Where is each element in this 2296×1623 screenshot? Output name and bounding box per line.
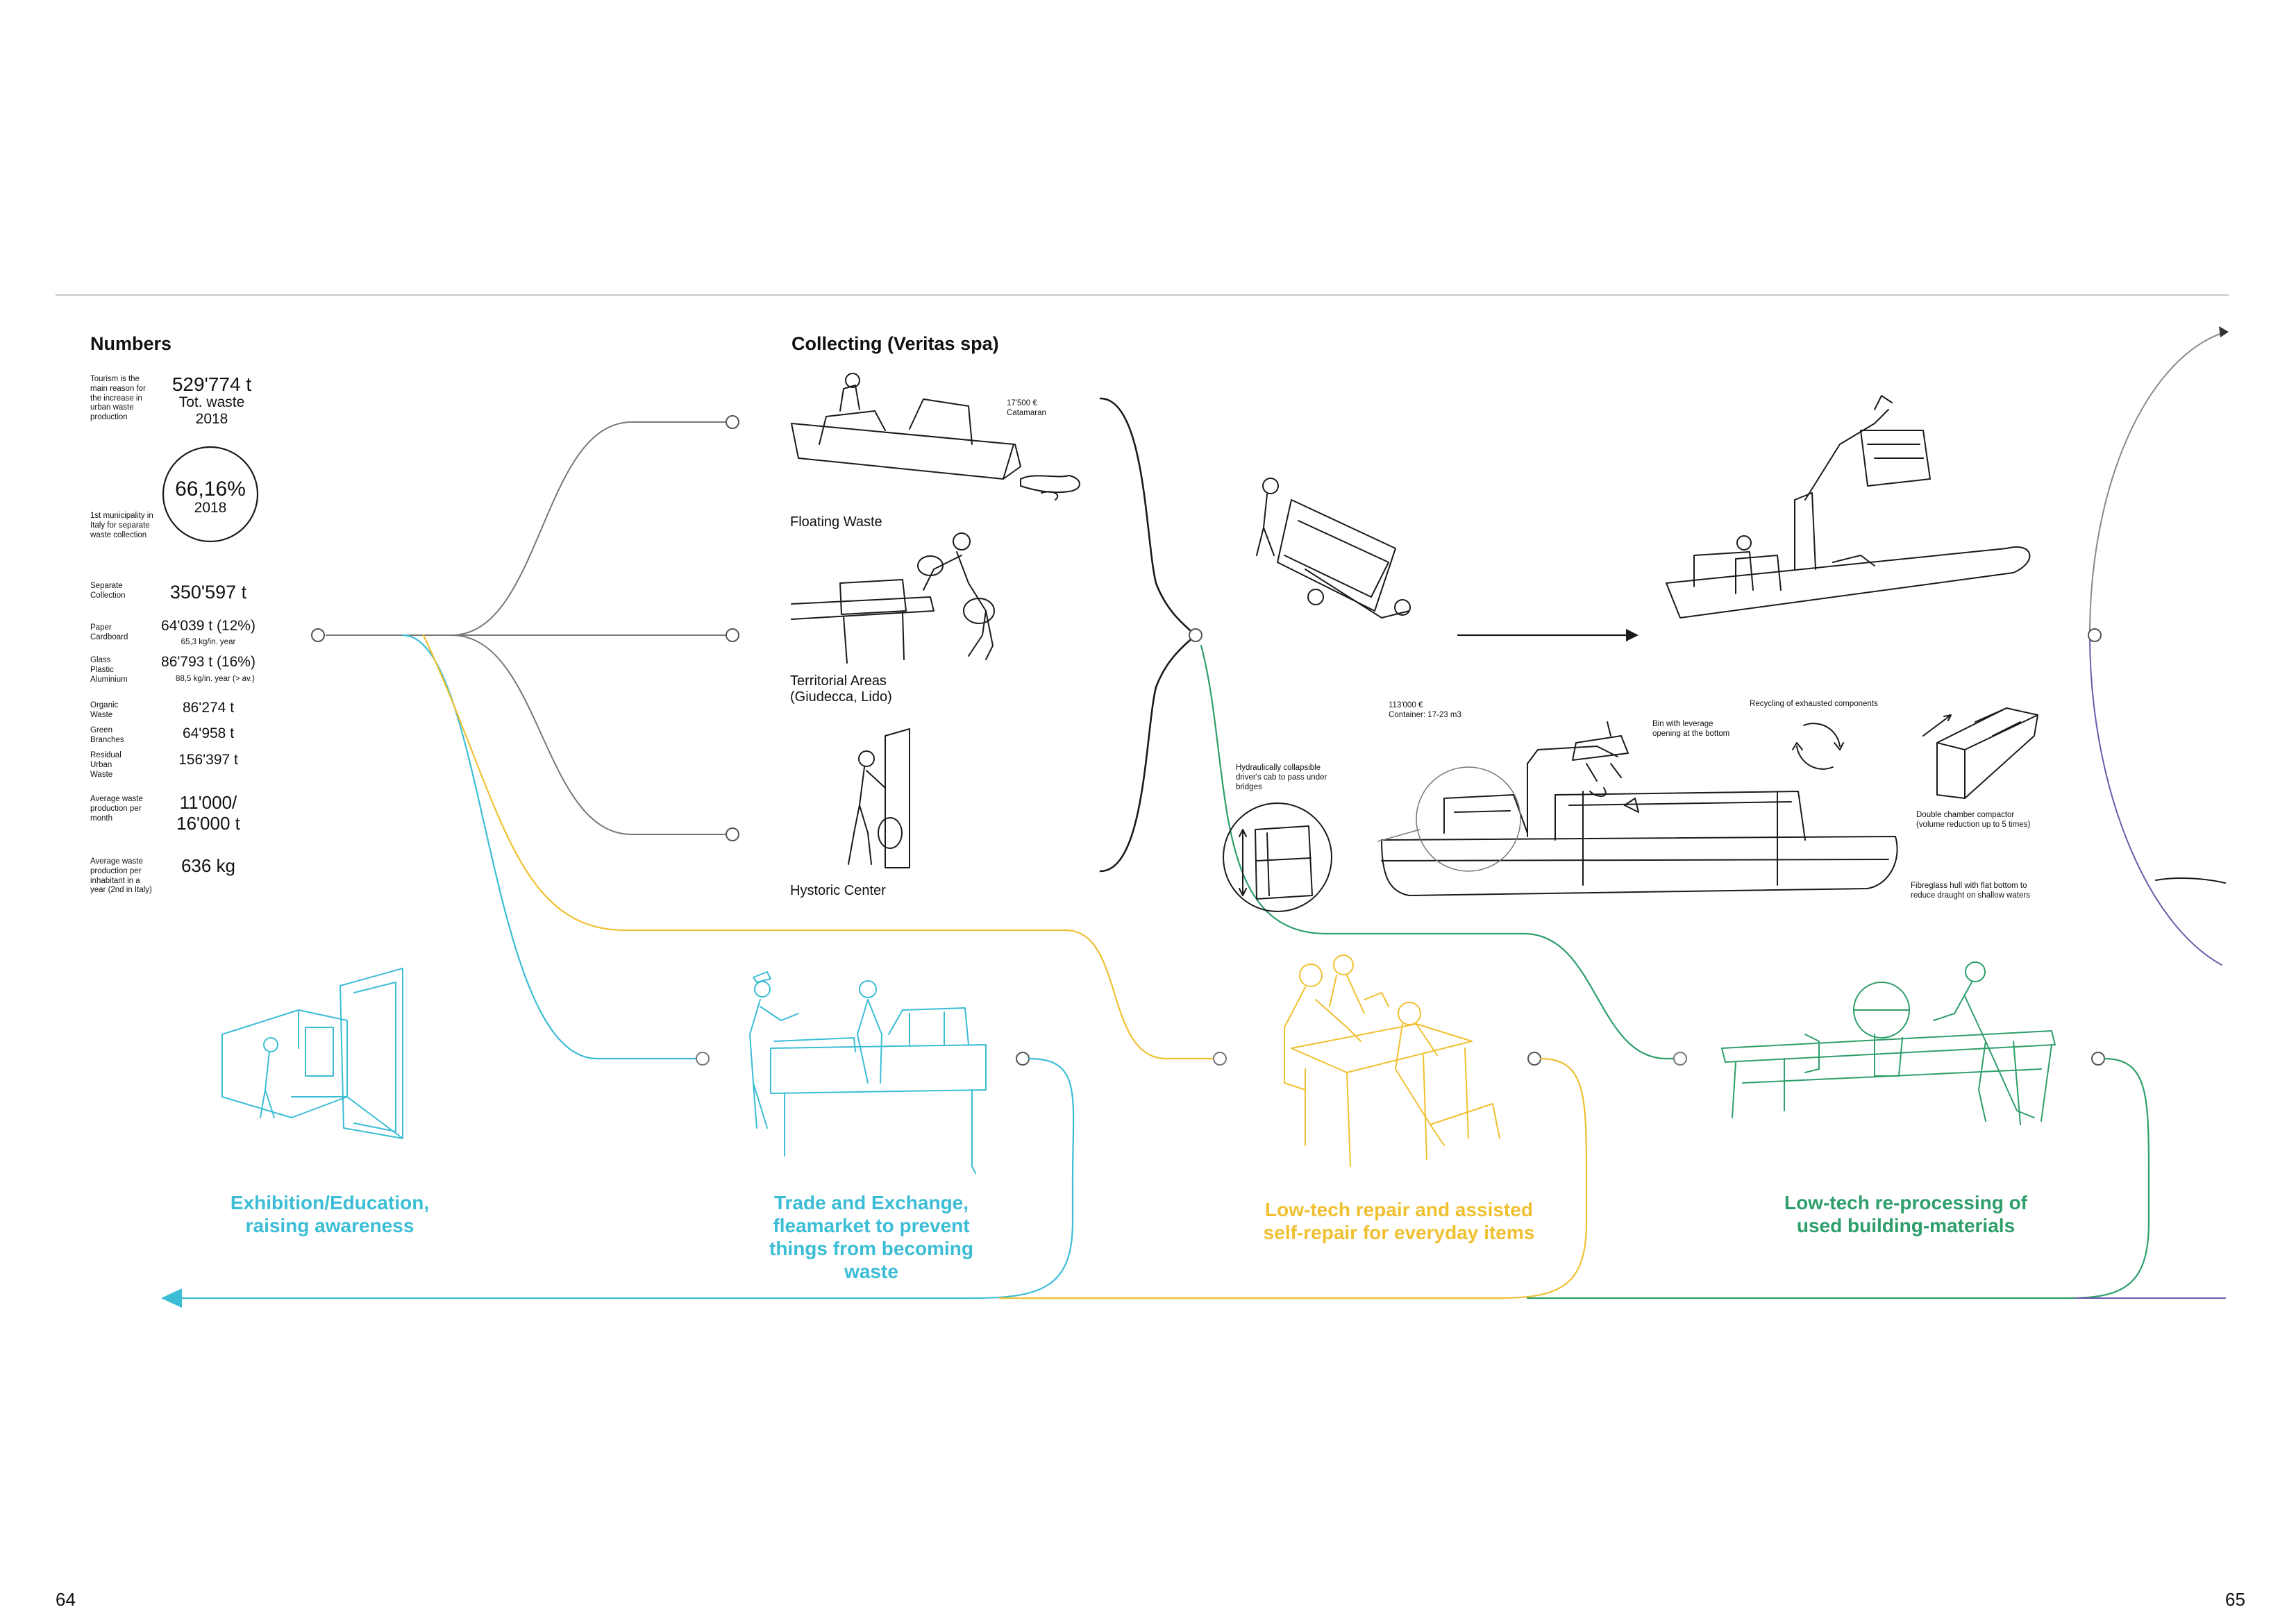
node-trade-out: [1016, 1052, 1030, 1066]
collecting-heading: Collecting (Veritas spa): [791, 333, 999, 354]
repair-illustration: [1284, 955, 1500, 1167]
crane-boat-illustration: [1666, 395, 2031, 619]
compactor-note: Double chamber compactor (volume reducti…: [1916, 811, 2031, 829]
green-label: Green Branches: [90, 726, 124, 744]
recycling-arrows: [1792, 723, 1844, 770]
page-number-right: 65: [2225, 1589, 2245, 1610]
caption-trade: Trade and Exchange, fleamarket to preven…: [769, 1192, 973, 1283]
compactor-illustration: [1922, 707, 2038, 799]
exhibition-illustration: [221, 968, 403, 1139]
yellow-flow: [422, 634, 1215, 1060]
right-arc-arrowhead: [2219, 326, 2229, 337]
return-arrowhead: [161, 1288, 182, 1308]
total-waste-value: 529'774 t: [171, 373, 252, 395]
trolley-illustration: [1256, 478, 1411, 619]
caption-exhibition: Exhibition/Education, raising awareness: [230, 1192, 430, 1237]
top-rule: [56, 294, 2229, 296]
node-repair-in: [1213, 1052, 1227, 1066]
blue-flow: [401, 634, 698, 1060]
right-arc-purple: [2089, 634, 2222, 966]
glass-sub: 88,5 kg/in. year (> av.): [176, 675, 255, 683]
circle-year: 2018: [194, 500, 227, 516]
green-value: 64'958 t: [182, 725, 235, 741]
branch-nodes: [311, 415, 739, 841]
branch-lines: [326, 421, 728, 835]
catamaran-note: 17'500 € Catamaran: [1007, 399, 1046, 417]
veritas-boat-illustration: [1223, 721, 1898, 912]
organic-value: 86'274 t: [182, 700, 235, 716]
caption-repair: Low-tech repair and assisted self-repair…: [1263, 1199, 1535, 1244]
bin-note: Bin with leverage opening at the bottom: [1652, 720, 1730, 738]
node-reprocess-out: [2091, 1052, 2105, 1066]
territorial-label: Territorial Areas (Giudecca, Lido): [790, 673, 892, 705]
node-boat: [1189, 628, 1203, 642]
separate-value: 350'597 t: [169, 582, 247, 603]
station-nodes: [696, 1052, 2105, 1066]
paper-sub: 65,3 kg/in. year: [181, 638, 236, 646]
green-return: [1526, 1057, 2150, 1300]
origin-node: [311, 628, 325, 642]
historic-center-label: Hystoric Center: [790, 883, 886, 898]
recycling-note: Recycling of exhausted components: [1750, 700, 1878, 708]
node-trade-in: [696, 1052, 710, 1066]
trade-illustration: [749, 971, 987, 1174]
right-stub: [2155, 877, 2226, 884]
inhabitant-label: Average waste production per inhabitant …: [90, 857, 152, 895]
right-arc-grey: [2089, 333, 2222, 636]
glass-value: 86'793 t (16%): [161, 654, 255, 670]
page-number-left: 64: [56, 1589, 76, 1610]
inhabitant-value: 636 kg: [181, 855, 236, 876]
node-repair-out: [1527, 1052, 1541, 1066]
catamaran-illustration: [791, 373, 1080, 501]
paper-label: Paper Cardboard: [90, 623, 128, 641]
tourism-note: Tourism is the main reason for the incre…: [90, 375, 146, 422]
separate-label: Separate Collection: [90, 582, 126, 600]
ratio-circle: [162, 446, 259, 543]
total-waste-label: Tot. waste 2018: [178, 394, 245, 428]
circle-value: 66,16%: [175, 478, 246, 501]
circle-note: 1st municipality in Italy for separate w…: [90, 512, 153, 539]
collect-bracket: [1099, 397, 1197, 873]
yellow-return: [998, 1057, 1588, 1300]
node-territorial: [726, 628, 739, 642]
blue-return: [176, 1057, 1075, 1300]
node-right: [2088, 628, 2102, 642]
paper-value: 64'039 t (12%): [161, 618, 255, 634]
node-floating: [726, 415, 739, 429]
floating-waste-label: Floating Waste: [790, 514, 882, 530]
caption-reprocessing: Low-tech re-processing of used building-…: [1784, 1192, 2028, 1237]
residual-value: 156'397 t: [178, 752, 238, 768]
boat-price-note: 113'000 € Container: 17-23 m3: [1389, 701, 1461, 719]
organic-label: Organic Waste: [90, 701, 119, 719]
territorial-illustration: [791, 532, 995, 664]
node-historic: [726, 827, 739, 841]
monthly-value: 11'000/ 16'000 t: [176, 792, 240, 834]
hull-note: Fibreglass hull with flat bottom to redu…: [1911, 882, 2030, 900]
numbers-heading: Numbers: [90, 333, 172, 354]
transfer-arrowhead: [1626, 629, 1639, 641]
glass-label: Glass Plastic Aluminium: [90, 656, 128, 684]
residual-label: Residual Urban Waste: [90, 751, 121, 779]
node-reprocess-in: [1673, 1052, 1687, 1066]
monthly-label: Average waste production per month: [90, 795, 143, 823]
historic-illustration: [848, 728, 910, 868]
green-flow: [1200, 644, 1675, 1060]
cab-note: Hydraulically collapsible driver's cab t…: [1236, 764, 1327, 791]
reprocessing-illustration: [1721, 961, 2056, 1125]
